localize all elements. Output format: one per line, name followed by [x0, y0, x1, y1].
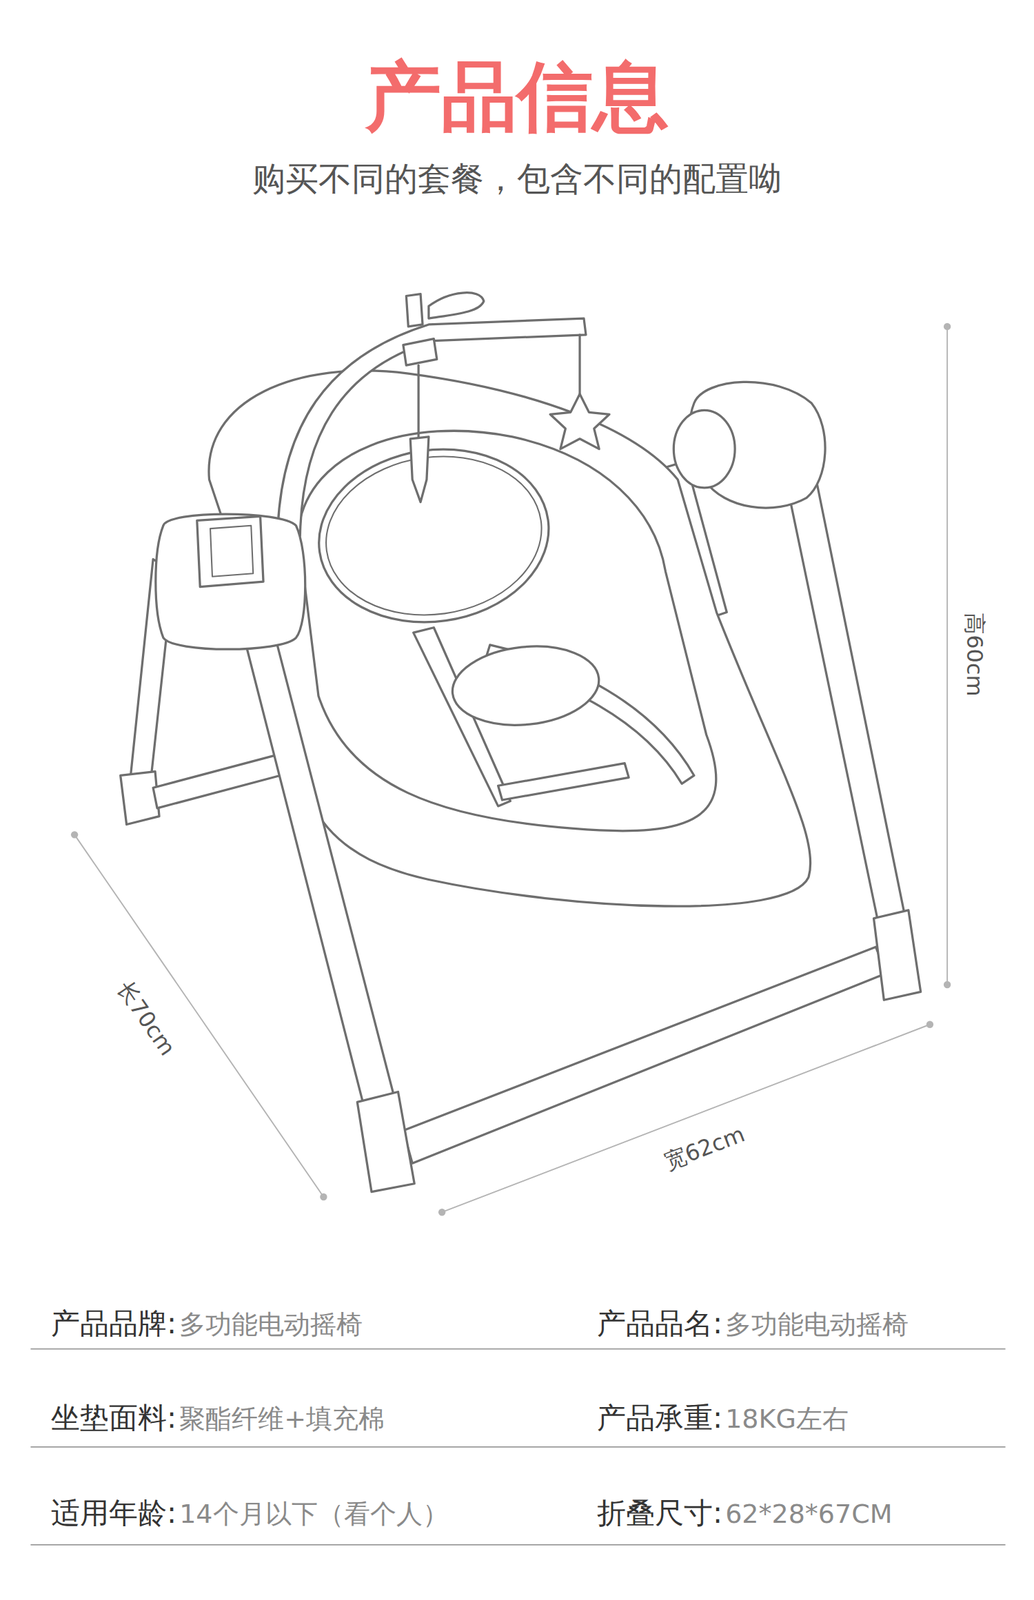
leg-foot — [874, 910, 921, 1001]
spec-value: 多功能电动摇椅 — [725, 1311, 909, 1338]
hanging-toy — [410, 437, 429, 503]
toy-arch-clip — [406, 294, 423, 327]
toy-arch — [277, 318, 586, 536]
star-toy — [550, 394, 610, 450]
toy-string — [578, 335, 581, 397]
display-screen — [210, 525, 253, 577]
table-rule — [30, 1446, 1006, 1449]
spec-label: 折叠尺寸: — [596, 1499, 723, 1529]
toy-arch-clip — [428, 292, 484, 319]
spec-label: 产品品名: — [596, 1309, 723, 1339]
control-box — [155, 514, 306, 650]
spec-label: 适用年龄: — [51, 1499, 177, 1529]
dimension-dot — [943, 981, 951, 989]
spec-value: 聚酯纤维+填充棉 — [179, 1406, 385, 1433]
table-rule — [30, 1544, 1006, 1547]
dimension-line — [946, 326, 948, 986]
base-bar — [403, 947, 886, 1164]
head-pad — [315, 443, 553, 630]
dimension-label: 宽62cm — [661, 1122, 748, 1174]
spec-label: 产品承重: — [596, 1404, 723, 1434]
front-leg — [244, 630, 396, 1113]
leg-foot — [357, 1091, 415, 1192]
spec-value: 18KG左右 — [725, 1406, 849, 1433]
page-title: 产品信息 — [365, 58, 669, 135]
display-screen — [197, 516, 264, 587]
dimension-dot — [943, 323, 951, 331]
head-pad — [307, 434, 560, 637]
seat-pad — [297, 430, 716, 832]
subtitle: 购买不同的套餐，包含不同的配置呦 — [252, 161, 782, 196]
toy-string — [417, 365, 420, 440]
dimension-dot — [926, 1021, 934, 1029]
dimension-dot — [319, 1193, 327, 1201]
speaker-knob — [673, 410, 735, 489]
dimension-dot — [71, 831, 78, 839]
dimension-label: 高60cm — [963, 612, 986, 697]
back-bar — [153, 753, 288, 809]
dimension-line — [441, 1025, 930, 1213]
spec-label: 产品品牌: — [51, 1309, 177, 1339]
spec-value: 多功能电动摇椅 — [179, 1311, 363, 1338]
spec-label: 坐垫面料: — [51, 1404, 177, 1434]
table-rule — [30, 1349, 1006, 1351]
harness-strap — [498, 763, 630, 801]
crotch-pad — [448, 639, 604, 733]
dimension-line — [74, 834, 324, 1198]
leg-foot — [120, 772, 160, 826]
spec-value: 62*28*67CM — [725, 1501, 892, 1528]
dimension-dot — [438, 1209, 446, 1216]
spec-value: 14个月以下（看个人） — [179, 1501, 449, 1528]
toy-holder — [403, 339, 438, 366]
dimension-label: 长70cm — [113, 978, 179, 1060]
